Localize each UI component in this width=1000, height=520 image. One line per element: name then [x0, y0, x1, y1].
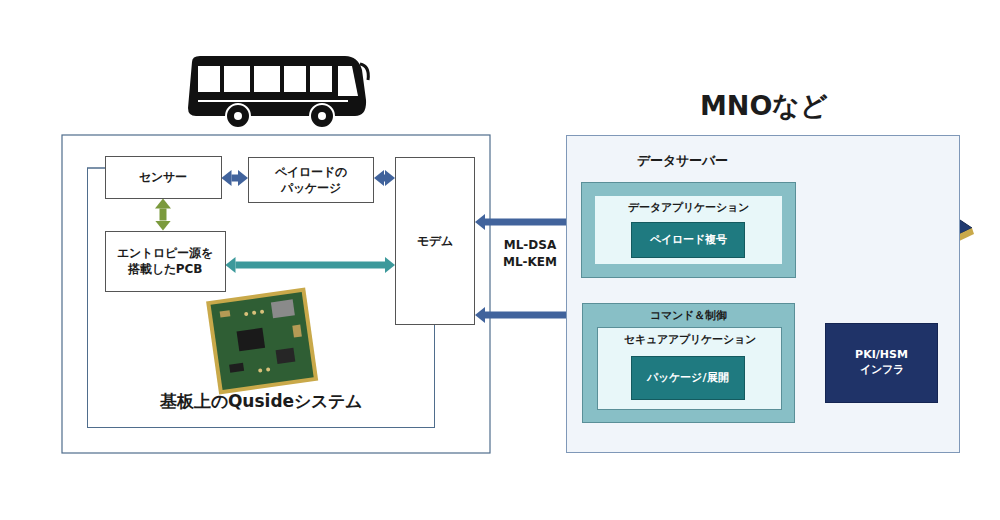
module-photo	[206, 287, 318, 394]
node-label: モデム	[417, 233, 453, 249]
connector-arrow	[160, 209, 167, 221]
control-box: コマンド＆制御セキュアアプリケーションパッケージ/展開	[582, 303, 795, 423]
node-label: ペイロード複号	[650, 233, 727, 248]
node-label: PKI/HSM インフラ	[847, 348, 917, 378]
application-box: データアプリケーションペイロード複号	[582, 183, 795, 277]
process-box: センサー	[105, 156, 222, 199]
node-label: コマンド＆制御	[583, 304, 794, 324]
process-box: エントロピー源を 搭載したPCB	[105, 231, 226, 292]
node-label: セキュアアプリケーション	[598, 328, 781, 348]
node-label: データアプリケーション	[595, 196, 782, 216]
connector-arrow	[236, 262, 386, 269]
connector-arrow	[485, 312, 572, 319]
process-box: ペイロードの パッケージ	[248, 157, 374, 203]
process-box: パッケージ/展開	[631, 356, 745, 400]
process-box: ペイロード複号	[631, 222, 745, 258]
connector-arrow	[232, 175, 239, 182]
system-frame: 基板上のQusideシステム センサーエントロピー源を 搭載したPCB	[87, 168, 435, 428]
node-label: MNOなど	[700, 88, 828, 124]
vehicle-outline	[62, 135, 490, 453]
node-label: パッケージ/展開	[647, 371, 728, 386]
connector-arrow	[485, 219, 572, 226]
node-label: エントロピー源を 搭載したPCB	[112, 245, 219, 277]
bus-icon	[188, 56, 368, 128]
connector-arrow	[384, 175, 385, 182]
node-label: センサー	[139, 169, 187, 185]
application-box: セキュアアプリケーションパッケージ/展開	[597, 327, 782, 410]
server-panel: MNOなどデータサーバーデータアプリケーションペイロード複号コマンド＆制御セキュ…	[566, 135, 960, 453]
protocol-label: ML-KEM	[480, 254, 580, 270]
infra-box: PKI/HSM インフラ	[825, 323, 938, 403]
node-subtitle: データサーバー	[637, 152, 728, 170]
node-label: ペイロードの パッケージ	[255, 164, 367, 196]
protocol-label: ML-DSA	[480, 237, 580, 253]
modem-box: モデム	[395, 157, 475, 325]
node-label: 基板上のQusideシステム	[88, 390, 434, 413]
